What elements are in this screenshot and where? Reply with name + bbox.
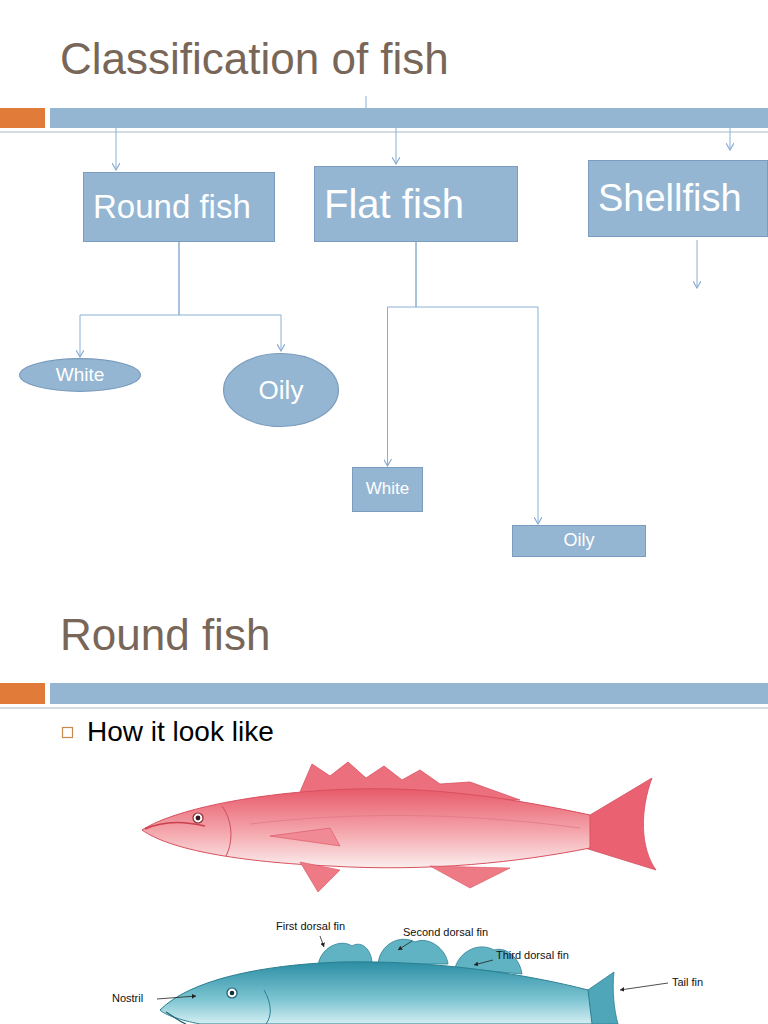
type-ellipse: Oily [223,352,339,428]
part-label: First dorsal fin [276,920,345,933]
accent-bar [0,683,45,704]
bullet-square [63,728,73,738]
leader-arrow [730,128,731,150]
leader-arrow [697,240,698,288]
leader-arrow [396,128,397,164]
type-box: White [352,467,423,512]
rule-line [0,132,768,133]
header-bar [50,108,768,128]
node-text: Oily [259,376,304,405]
part-label: Tail fin [672,976,703,989]
connector-arrow [416,242,538,524]
connector-arrow [388,242,417,466]
type-ellipse: White [19,358,141,392]
connector-arrow [80,242,179,357]
node-text: White [366,480,409,499]
node-text: Oily [564,531,595,551]
red-fish-illustration [142,762,656,892]
ellipse-shape [20,359,141,392]
rule-line [0,708,768,709]
part-label: Second dorsal fin [403,926,488,939]
accent-bar [0,108,45,128]
category-box: Shellfish [588,160,768,237]
slide-title: Classification of fish [60,34,449,85]
node-text: Round fish [93,189,251,225]
leader-lines [157,936,668,999]
category-box: Flat fish [314,166,518,242]
connector-arrow [179,242,281,351]
category-box: Round fish [83,172,275,242]
node-text: White [56,365,105,386]
teal-fish-illustration [160,939,618,1024]
header-bar [50,683,768,704]
ellipse-shape [224,354,339,427]
node-text: Flat fish [324,182,464,226]
node-text: Shellfish [598,178,742,220]
type-box: Oily [512,525,646,557]
slide-title: Round fish [60,610,270,661]
part-label: Nostril [112,992,143,1005]
bullet-text: How it look like [87,716,274,748]
leader-line [366,96,367,108]
part-label: Third dorsal fin [496,949,569,962]
leader-arrow [116,128,117,170]
